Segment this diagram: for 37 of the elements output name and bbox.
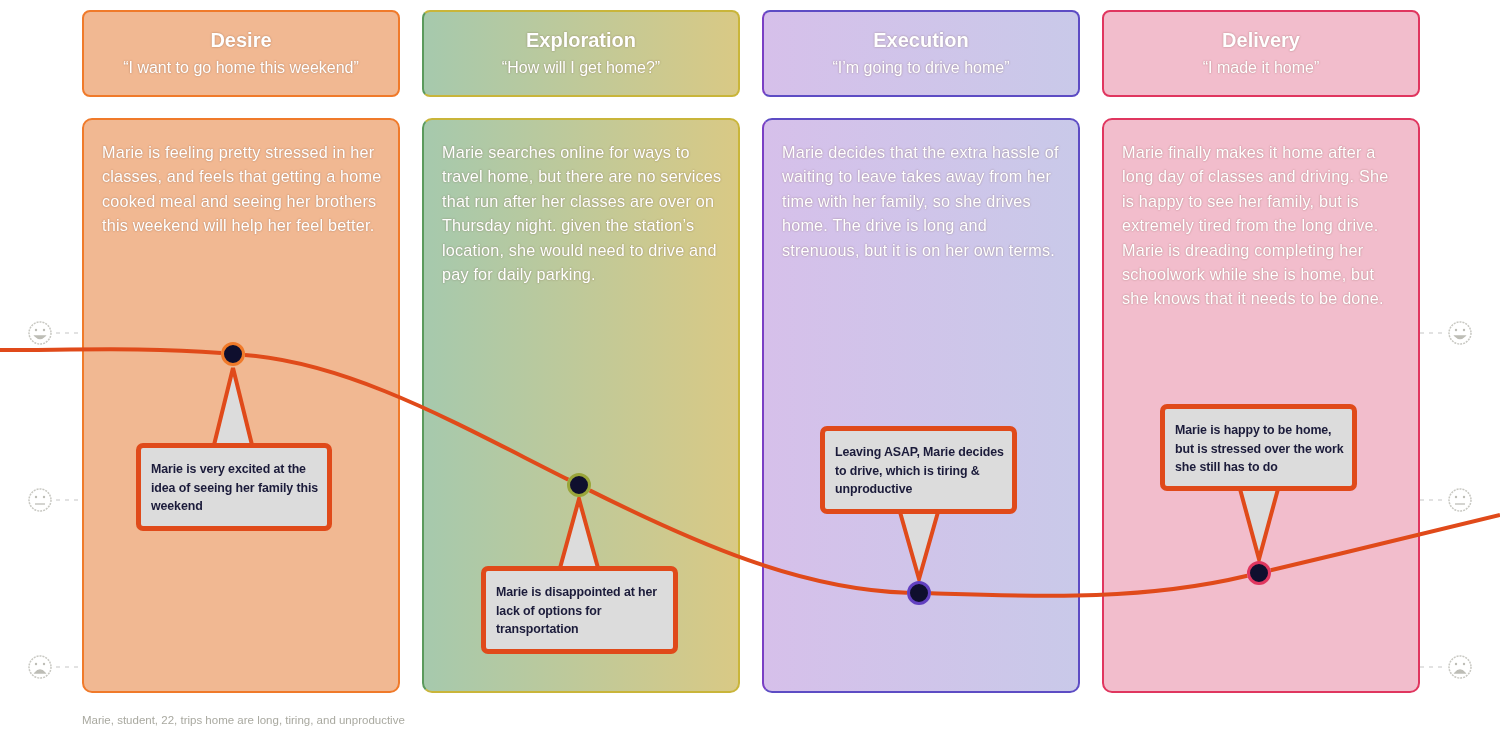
- stage-header-box: [82, 10, 400, 97]
- callout-box: [481, 566, 678, 654]
- journey-point: [567, 473, 591, 497]
- callout-text: Leaving ASAP, Marie decides to drive, which is tiring & unproductive: [835, 444, 1005, 498]
- persona-note: Marie, student, 22, trips home are long, tiring, and unproductive: [82, 714, 405, 726]
- emotion-curve: [1270, 513, 1500, 573]
- stage-title: Execution: [873, 28, 969, 52]
- emotion-curve: [0, 347, 222, 356]
- emotion-curve: [930, 573, 1248, 598]
- description-text: Marie is feeling pretty stressed in her classes, and feels that getting a home cooked meal and seeing her brothers this weekend will help her feel better.: [102, 142, 383, 237]
- journey-point: [907, 581, 931, 605]
- callout-box: [1160, 404, 1357, 491]
- stage-header-box: [422, 10, 740, 97]
- stage-description-panel: [1102, 118, 1420, 693]
- callout-box: [820, 426, 1017, 514]
- stage-description-panel: [82, 118, 400, 693]
- stage-quote: “I’m going to drive home”: [832, 58, 1010, 78]
- journey-point: [1247, 561, 1271, 585]
- callout-box: [136, 443, 332, 531]
- stage-description-panel: [422, 118, 740, 693]
- stage-title: Desire: [210, 28, 272, 52]
- stage-description-panel: [762, 118, 1080, 693]
- callout-text: Marie is happy to be home, but is stressed over the work she still has to do: [1175, 422, 1345, 476]
- journey-point: [221, 342, 245, 366]
- description-text: Marie finally makes it home after a long day of classes and driving. She is happy to see her family, but is extremely tired from the long drive. Marie is dreading completing her schoolwork while she is home, but she knows that it needs to be done.: [1122, 142, 1390, 310]
- callout-text: Marie is disappointed at her lack of options for transportation: [496, 584, 659, 638]
- stage-quote: “How will I get home?”: [501, 58, 661, 78]
- callout-text: Marie is very excited at the idea of seeing her family this weekend: [151, 461, 320, 515]
- stage-title: Exploration: [526, 28, 636, 52]
- emotion-curve: [244, 352, 570, 482]
- stage-quote: “I made it home”: [1202, 58, 1320, 78]
- stage-header-box: [1102, 10, 1420, 97]
- stage-title: Delivery: [1222, 28, 1300, 52]
- description-text: Marie searches online for ways to travel home, but there are no services that run after her classes are over on Thursday night. given the station’s location, she would need to drive and pay for daily parking.: [442, 142, 723, 286]
- stage-header-box: [762, 10, 1080, 97]
- stage-quote: “I want to go home this weekend”: [123, 58, 359, 78]
- emotion-curve: [588, 488, 908, 595]
